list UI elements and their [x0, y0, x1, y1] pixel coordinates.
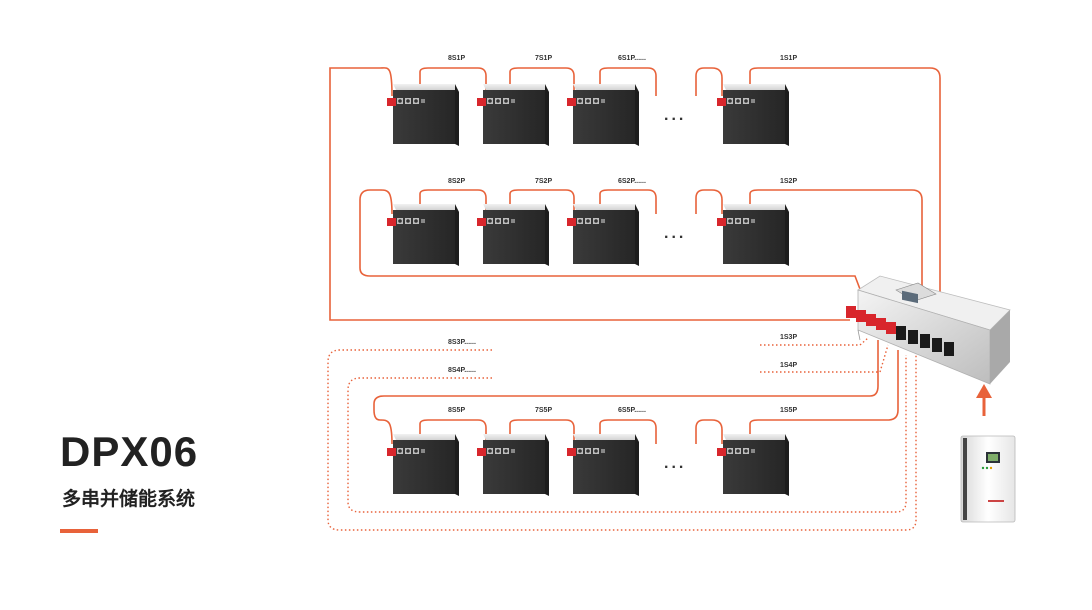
inverter-icon — [960, 435, 1016, 523]
row2-main-lead — [359, 189, 867, 306]
row5-link-7-6 — [509, 419, 575, 444]
label-8s1p: 8S1P — [448, 55, 465, 62]
battery-row-1 — [387, 84, 789, 146]
label-1s3p: 1S3P — [780, 334, 797, 341]
battery-6s5p — [567, 434, 639, 496]
row2-link-7-6 — [509, 189, 575, 214]
row2-ellipsis: ... — [664, 225, 686, 242]
label-6s1p: 6S1P...... — [618, 55, 646, 62]
row5-return — [749, 350, 899, 444]
label-7s5p: 7S5P — [535, 407, 552, 414]
row2-return — [749, 189, 923, 345]
page-subtitle: 多串并储能系统 — [62, 488, 196, 510]
up-arrow-icon — [976, 384, 992, 416]
label-8s2p: 8S2P — [448, 178, 465, 185]
row2-link-8-7 — [419, 189, 487, 214]
wiring — [329, 67, 941, 445]
battery-6s1p — [567, 84, 639, 146]
row3-lead — [760, 337, 869, 346]
battery-row-2 — [387, 204, 789, 266]
row1-link-8-7 — [419, 67, 487, 96]
row5-link-6-ellipsis — [599, 419, 657, 444]
row1-return — [749, 67, 941, 350]
row1-link-ellipsis-1 — [695, 67, 723, 96]
battery-8s1p — [387, 84, 459, 146]
label-1s5p: 1S5P — [780, 407, 797, 414]
battery-8s5p — [387, 434, 459, 496]
battery-1s1p — [717, 84, 789, 146]
battery-row-5 — [387, 434, 789, 496]
label-7s1p: 7S1P — [535, 55, 552, 62]
row1-ellipsis: ... — [664, 107, 686, 124]
row1-link-6-ellipsis — [599, 67, 657, 96]
battery-7s5p — [477, 434, 549, 496]
label-8s5p: 8S5P — [448, 407, 465, 414]
row4-loop — [347, 355, 907, 513]
battery-7s1p — [477, 84, 549, 146]
row1-main-lead — [329, 67, 850, 321]
row5-main-lead — [373, 340, 879, 445]
label-8s4p: 8S4P...... — [448, 367, 476, 374]
row5-link-8-7 — [419, 419, 487, 444]
accent-bar — [60, 529, 98, 533]
row2-link-ellipsis-1 — [695, 189, 723, 214]
battery-8s2p — [387, 204, 459, 266]
label-6s2p: 6S2P...... — [618, 178, 646, 185]
label-8s3p: 8S3P...... — [448, 339, 476, 346]
label-1s4p: 1S4P — [780, 362, 797, 369]
label-6s5p: 6S5P...... — [618, 407, 646, 414]
dotted-wiring — [327, 337, 917, 531]
row5-ellipsis: ... — [664, 455, 686, 472]
row1-link-7-6 — [509, 67, 575, 96]
battery-1s2p — [717, 204, 789, 266]
label-1s1p: 1S1P — [780, 55, 797, 62]
battery-1s5p — [717, 434, 789, 496]
row5-link-ellipsis-1 — [695, 419, 723, 444]
label-1s2p: 1S2P — [780, 178, 797, 185]
label-7s2p: 7S2P — [535, 178, 552, 185]
battery-7s2p — [477, 204, 549, 266]
row2-link-6-ellipsis — [599, 189, 657, 214]
row4-lead — [760, 344, 889, 373]
battery-6s2p — [567, 204, 639, 266]
combiner-box-icon — [846, 275, 1011, 385]
row3-loop — [327, 349, 917, 531]
page-title: DPX06 — [60, 428, 199, 475]
